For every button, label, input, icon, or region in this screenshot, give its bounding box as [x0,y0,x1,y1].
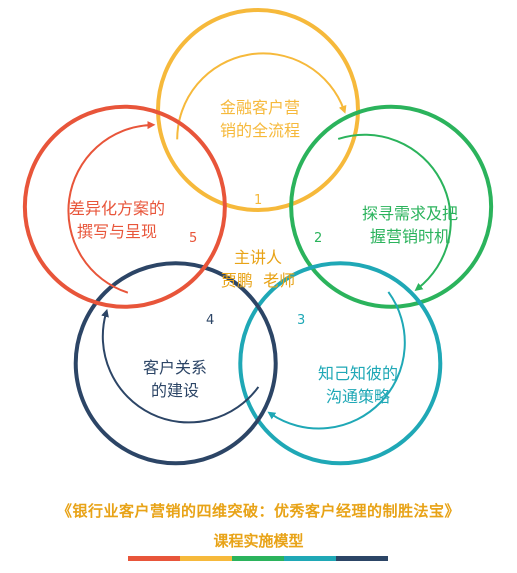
petal-2-line2: 握营销时机 [369,227,450,246]
presenter-role: 主讲人 [233,248,282,267]
petal-3-line2: 沟通策略 [325,387,390,406]
petal-4-line1: 客户关系 [142,358,207,377]
petal-1-number: 1 [254,193,263,208]
center-presenter: 主讲人 贾鹏 老师 [188,246,328,292]
circle-bottom-right [238,261,443,466]
circle-right [289,104,494,309]
petal-1-label: 金融客户营 销的全流程 [190,96,330,142]
five-circle-diagram [22,8,494,466]
color-bar-yellow [180,556,232,561]
arrow-arc-right [337,133,452,291]
petal-3-line1: 知己知彼的 [317,364,398,383]
arrow-arc-top [176,52,347,140]
petal-2-number: 2 [314,231,323,246]
color-bar-green [232,556,284,561]
petal-2-label: 探寻需求及把 握营销时机 [335,202,485,248]
circle-top [156,8,360,212]
presenter-name: 贾鹏 老师 [220,271,296,290]
circle-left [22,104,227,309]
petal-2-line1: 探寻需求及把 [361,204,458,223]
petal-5-label: 差异化方案的 撰写与呈现 [42,197,192,243]
petal-5-line2: 撰写与呈现 [76,222,157,241]
arrow-arc-left [67,121,156,294]
petal-3-label: 知己知彼的 沟通策略 [288,362,428,408]
color-bar-red [128,556,180,561]
arrow-arc-bottom-left [101,308,260,424]
petal-5-number: 5 [189,231,198,246]
petal-4-label: 客户关系 的建设 [105,356,245,402]
petal-3-number: 3 [297,313,306,328]
petal-5-line1: 差异化方案的 [68,199,165,218]
petal-1-line1: 金融客户营 [219,98,300,117]
model-subtitle: 课程实施模型 [213,532,304,550]
color-bar [128,556,388,561]
course-title: 《银行业客户营销的四维突破：优秀客户经理的制胜法宝》 [56,502,460,520]
petal-4-line2: 的建设 [150,381,199,400]
circle-bottom-left [73,261,278,466]
petal-1-line2: 销的全流程 [219,121,300,140]
color-bar-teal [284,556,336,561]
petal-4-number: 4 [206,313,215,328]
arrow-arc-bottom-right [267,291,406,430]
color-bar-navy [336,556,388,561]
